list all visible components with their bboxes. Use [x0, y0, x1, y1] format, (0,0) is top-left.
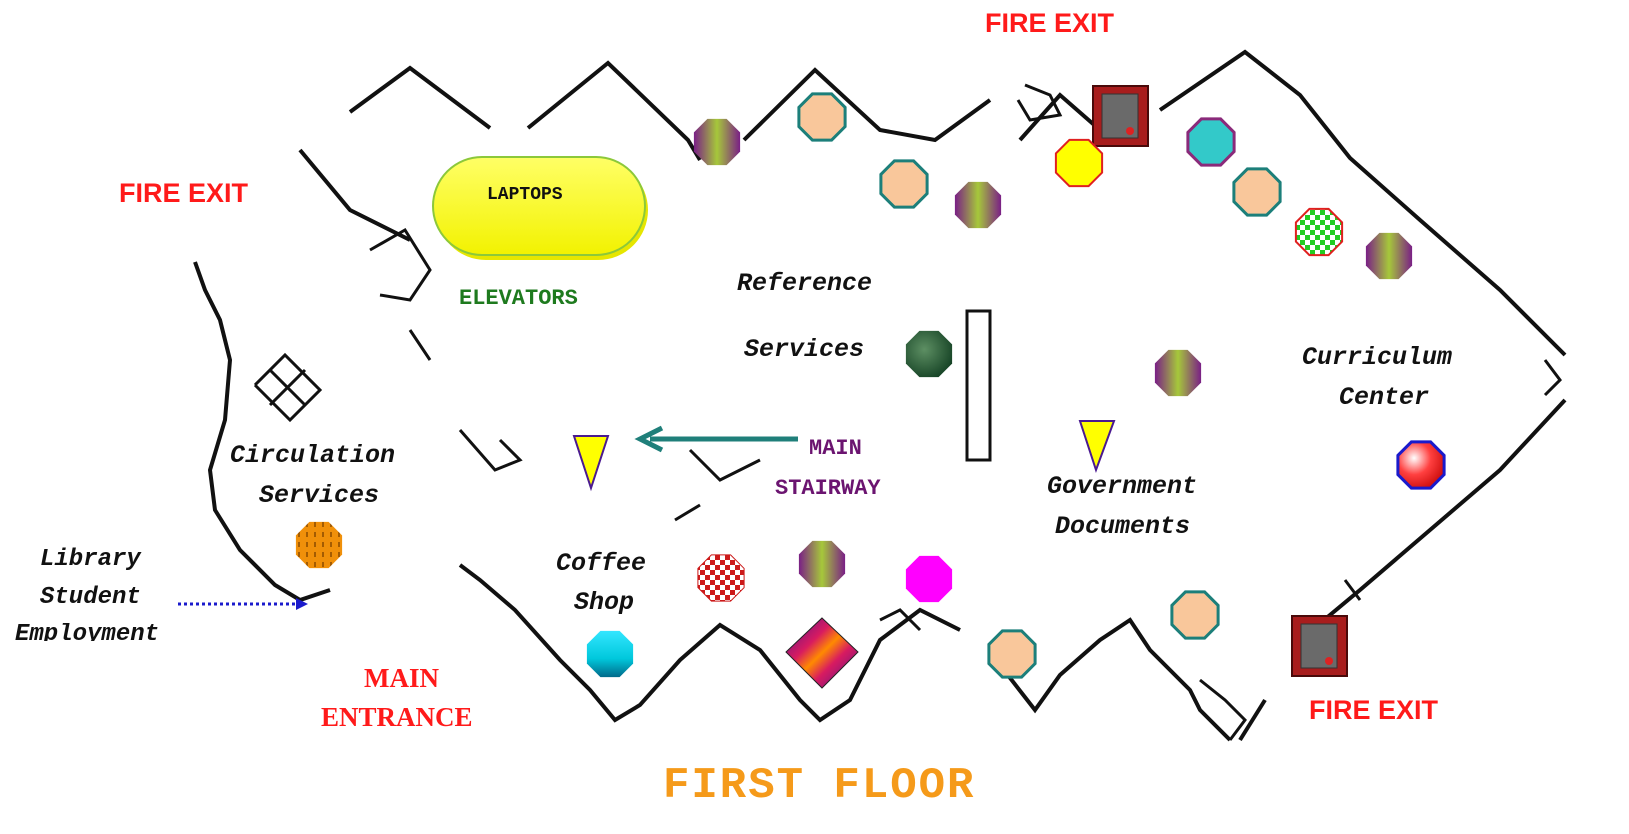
- fire-exit-left-label: FIRE EXIT: [119, 178, 249, 208]
- yellow-octagon-marker-icon: [1054, 138, 1104, 188]
- cyan-gradient-octagon-marker-icon: [586, 630, 634, 678]
- main-entrance-label-line1: MAIN: [364, 663, 439, 693]
- striped-diamond-marker-icon: [785, 617, 859, 689]
- reference-label-line2: Services: [744, 335, 865, 364]
- laptops-area: [432, 156, 648, 260]
- peach-octagon-marker-icon: [1170, 590, 1220, 640]
- peach-octagon-marker-icon: [797, 92, 847, 142]
- red-checker-octagon-marker-icon: [697, 554, 745, 602]
- building-walls: [193, 49, 1567, 742]
- fire-alarm-icon: [1291, 615, 1348, 677]
- curriculum-center-label-line1: Curriculum: [1302, 343, 1453, 372]
- gradient-octagon-marker-icon: [954, 181, 1002, 229]
- fire-exit-top-label: FIRE EXIT: [985, 8, 1115, 38]
- reference-label-line1: Reference: [737, 269, 873, 298]
- fire-alarm-icon: [1092, 85, 1149, 147]
- library-employment-label-line3: Employment: [15, 623, 160, 641]
- main-entrance-label-line2: ENTRANCE: [321, 702, 473, 732]
- government-documents-label-line1: Government: [1047, 472, 1198, 501]
- orange-octagon-marker-icon: [295, 521, 343, 569]
- main-stairway-label-line2: STAIRWAY: [775, 476, 881, 501]
- floor-title: FIRST FLOOR: [663, 761, 976, 811]
- circulation-label-line1: Circulation: [230, 441, 396, 470]
- yellow-pennant-icon: [1078, 420, 1116, 474]
- coffee-shop-label-line1: Coffee: [556, 549, 647, 578]
- dark-green-octagon-marker-icon: [905, 330, 953, 378]
- red-gradient-octagon-marker-icon: [1396, 440, 1446, 490]
- peach-octagon-marker-icon: [987, 629, 1037, 679]
- curriculum-center-label-line2: Center: [1339, 383, 1430, 412]
- checker-octagon-marker-icon: [1294, 207, 1344, 257]
- library-employment-label-line2: Student: [40, 584, 141, 611]
- elevators-label: ELEVATORS: [459, 286, 578, 311]
- library-employment-label-line1: Library: [40, 546, 141, 573]
- circulation-label-line2: Services: [259, 481, 380, 510]
- employment-arrow: [178, 598, 308, 610]
- laptops-label: LAPTOPS: [487, 185, 563, 205]
- cyan-octagon-marker-icon: [1186, 117, 1236, 167]
- stairway-arrow: [634, 425, 798, 453]
- main-stairway-label-line1: MAIN: [809, 436, 862, 461]
- interior-walls: [253, 83, 1562, 741]
- government-documents-label-line2: Documents: [1055, 512, 1191, 541]
- gradient-octagon-marker-icon: [1154, 349, 1202, 397]
- magenta-octagon-marker-icon: [905, 555, 953, 603]
- gradient-octagon-marker-icon: [1365, 232, 1413, 280]
- yellow-pennant-icon: [572, 435, 610, 492]
- marker-layer: [295, 92, 1446, 679]
- coffee-shop-label-line2: Shop: [574, 588, 635, 617]
- peach-octagon-marker-icon: [1232, 167, 1282, 217]
- peach-octagon-marker-icon: [879, 159, 929, 209]
- fire-exit-bottom-right-label: FIRE EXIT: [1309, 695, 1439, 725]
- gradient-octagon-marker-icon: [693, 118, 741, 166]
- gradient-octagon-marker-icon: [798, 540, 846, 588]
